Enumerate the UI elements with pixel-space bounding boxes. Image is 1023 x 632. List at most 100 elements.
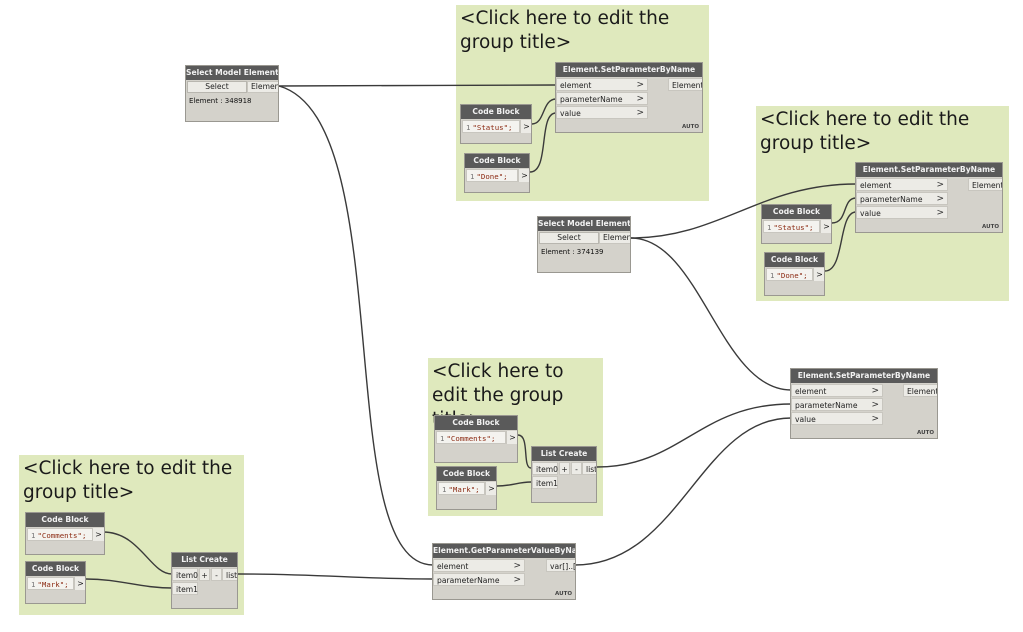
code-block-node[interactable]: Code Block 1"Status"; > — [460, 104, 532, 144]
wire — [630, 183, 857, 239]
input-port-parametername[interactable]: parameterName> — [791, 398, 883, 411]
node-header: Select Model Element — [186, 66, 278, 80]
node-header: Element.SetParameterByName — [856, 163, 1002, 177]
list-create-node[interactable]: List Create item0 item1 + - list — [531, 446, 597, 503]
chevron-right-icon: > — [636, 94, 644, 104]
input-port-parametername[interactable]: parameterName> — [856, 192, 948, 205]
set-parameter-by-name-node[interactable]: Element.SetParameterByName element> para… — [855, 162, 1003, 233]
input-port-item1[interactable]: item1 — [532, 476, 558, 489]
input-port-element[interactable]: element> — [856, 178, 948, 191]
chevron-right-icon: > — [936, 194, 944, 204]
chevron-right-icon: > — [871, 414, 879, 424]
input-port-item1[interactable]: item1 — [172, 582, 198, 595]
output-port-element[interactable]: Element — [668, 78, 702, 91]
code-block-node[interactable]: Code Block 1"Status"; > — [761, 204, 832, 244]
node-header: Code Block — [765, 253, 824, 267]
node-header: List Create — [172, 553, 237, 567]
output-port-var[interactable]: var[]..[] — [546, 559, 575, 572]
output-port-element[interactable]: Element — [247, 81, 278, 93]
input-port-parametername[interactable]: parameterName> — [556, 92, 648, 105]
wire — [237, 573, 434, 580]
code-block-node[interactable]: Code Block 1"Mark"; > — [25, 561, 86, 604]
code-editor[interactable]: 1"Mark"; — [27, 577, 74, 590]
select-button[interactable]: Select — [187, 81, 247, 93]
code-editor[interactable]: 1"Mark"; — [438, 482, 485, 495]
chevron-right-icon: > — [936, 208, 944, 218]
set-parameter-by-name-node[interactable]: Element.SetParameterByName element> para… — [790, 368, 938, 439]
output-port-list[interactable]: list — [582, 462, 596, 475]
input-port-value[interactable]: value> — [856, 206, 948, 219]
input-port-value[interactable]: value> — [791, 412, 883, 425]
select-model-element-node[interactable]: Select Model Element Select Element Elem… — [185, 65, 279, 122]
wire — [574, 417, 792, 566]
code-editor[interactable]: 1"Done"; — [466, 169, 518, 182]
output-port-element[interactable]: Element — [968, 178, 1002, 191]
input-port-element[interactable]: element> — [433, 559, 525, 572]
code-output-port[interactable]: > — [813, 268, 824, 281]
input-port-value[interactable]: value> — [556, 106, 648, 119]
node-header: Code Block — [437, 467, 496, 481]
code-block-node[interactable]: Code Block 1"Done"; > — [464, 153, 530, 193]
group-title[interactable]: <Click here to edit the group title> — [460, 8, 670, 53]
code-output-port[interactable]: > — [820, 220, 831, 233]
node-header: Code Block — [435, 416, 517, 430]
lacing-label: AUTO — [555, 591, 572, 597]
code-output-port[interactable]: > — [520, 120, 531, 133]
code-block-node[interactable]: Code Block 1"Mark"; > — [436, 466, 497, 510]
group-title[interactable]: <Click here to edit the group title> — [23, 458, 233, 503]
list-create-node[interactable]: List Create item0 item1 + - list — [171, 552, 238, 609]
chevron-right-icon: > — [936, 180, 944, 190]
wire — [531, 98, 557, 125]
code-block-node[interactable]: Code Block 1"Done"; > — [764, 252, 825, 296]
wire — [596, 403, 792, 468]
code-output-port[interactable]: > — [485, 482, 496, 495]
wire — [831, 197, 857, 224]
node-header: Code Block — [762, 205, 831, 219]
element-id-label: Element : 348918 — [189, 97, 252, 105]
group-title[interactable]: <Click here to edit the group title> — [760, 109, 970, 154]
wire — [102, 531, 173, 575]
remove-input-button[interactable]: - — [571, 462, 582, 475]
code-editor[interactable]: 1"Status"; — [763, 220, 820, 233]
code-output-port[interactable]: > — [92, 528, 104, 541]
output-port-list[interactable]: list — [222, 568, 237, 581]
lacing-label: AUTO — [682, 124, 699, 130]
input-port-item0[interactable]: item0 — [532, 462, 558, 475]
code-block-node[interactable]: Code Block 1"Comments"; > — [434, 415, 518, 463]
add-input-button[interactable]: + — [559, 462, 570, 475]
input-port-item0[interactable]: item0 — [172, 568, 198, 581]
input-port-parametername[interactable]: parameterName> — [433, 573, 525, 586]
output-port-element[interactable]: Element — [599, 232, 630, 244]
code-output-port[interactable]: > — [506, 431, 517, 444]
wire — [824, 211, 857, 272]
chevron-right-icon: > — [513, 561, 521, 571]
code-editor[interactable]: 1"Comments"; — [436, 431, 506, 444]
chevron-right-icon: > — [871, 400, 879, 410]
input-port-element[interactable]: element> — [791, 384, 883, 397]
add-input-button[interactable]: + — [199, 568, 210, 581]
chevron-right-icon: > — [513, 575, 521, 585]
node-header: List Create — [532, 447, 596, 461]
get-parameter-value-by-name-node[interactable]: Element.GetParameterValueByName element>… — [432, 543, 576, 600]
code-editor[interactable]: 1"Done"; — [766, 268, 813, 281]
code-editor[interactable]: 1"Comments"; — [27, 528, 93, 541]
output-port-element[interactable]: Element — [903, 384, 937, 397]
code-output-port[interactable]: > — [74, 577, 85, 590]
chevron-right-icon: > — [871, 386, 879, 396]
wire — [496, 481, 532, 487]
chevron-right-icon: > — [636, 80, 644, 90]
code-block-node[interactable]: Code Block 1"Comments"; > — [25, 512, 105, 555]
lacing-label: AUTO — [982, 224, 999, 230]
node-header: Code Block — [461, 105, 531, 119]
select-model-element-node[interactable]: Select Model Element Select Element Elem… — [537, 216, 631, 273]
input-port-element[interactable]: element> — [556, 78, 648, 91]
lacing-label: AUTO — [917, 430, 934, 436]
wire — [278, 85, 434, 566]
set-parameter-by-name-node[interactable]: Element.SetParameterByName element> para… — [555, 62, 703, 133]
node-header: Element.SetParameterByName — [791, 369, 937, 383]
code-editor[interactable]: 1"Status"; — [462, 120, 520, 133]
remove-input-button[interactable]: - — [211, 568, 222, 581]
select-button[interactable]: Select — [539, 232, 599, 244]
code-output-port[interactable]: > — [518, 169, 529, 182]
